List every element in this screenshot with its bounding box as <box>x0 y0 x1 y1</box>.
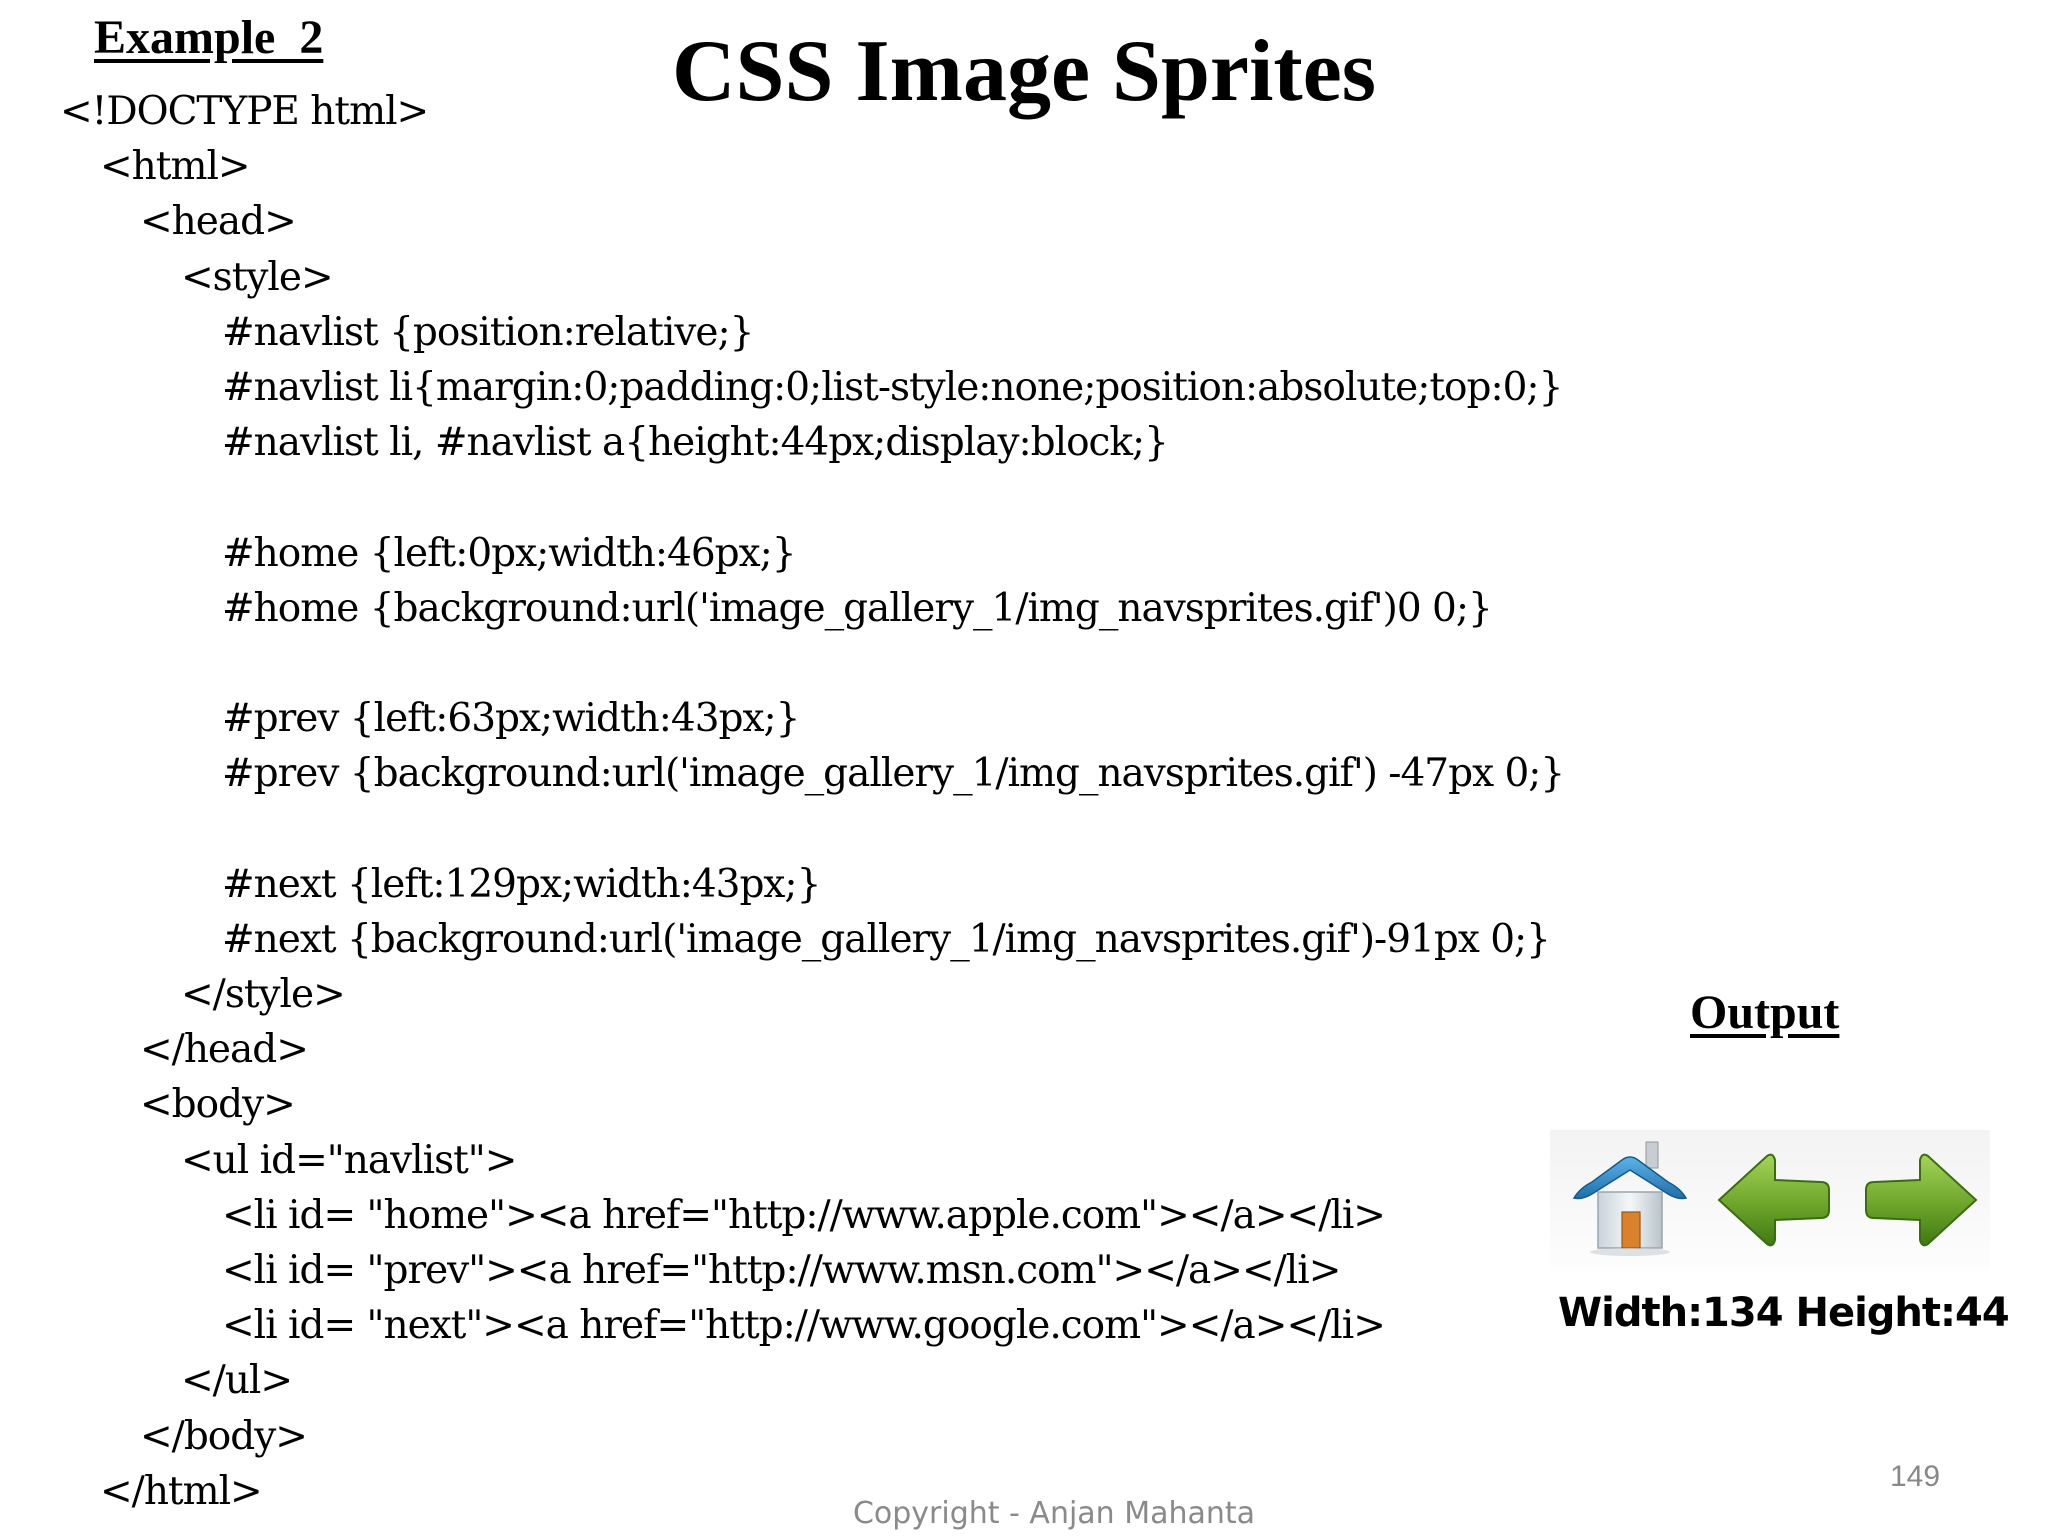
code-line: #navlist li, #navlist a{height:44px;disp… <box>222 420 1169 466</box>
code-line: <html> <box>100 144 251 190</box>
code-line: #navlist {position:relative;} <box>222 309 754 355</box>
code-line: #prev {left:63px;width:43px;} <box>222 696 800 742</box>
code-line: <head> <box>140 199 297 245</box>
code-line: <li id= "next"><a href="http://www.googl… <box>222 1303 1386 1349</box>
code-line: <li id= "prev"><a href="http://www.msn.c… <box>222 1247 1341 1293</box>
code-line: <body> <box>140 1082 296 1128</box>
code-line: <ul id="navlist"> <box>181 1137 517 1183</box>
code-line: </ul> <box>181 1358 293 1404</box>
arrow-right-icon[interactable] <box>1850 1130 1990 1270</box>
output-dimensions: Width:134 Height:44 <box>1558 1290 2010 1336</box>
code-line: <!DOCTYPE html> <box>60 89 429 134</box>
sprite-output-preview <box>1550 1130 1990 1270</box>
code-line: </html> <box>100 1468 263 1514</box>
code-line: <style> <box>181 254 334 300</box>
code-line: #home {background:url('image_gallery_1/i… <box>222 585 1493 631</box>
copyright-notice: Copyright - Anjan Mahanta <box>852 1496 1256 1531</box>
code-line: #prev {background:url('image_gallery_1/i… <box>222 751 1565 797</box>
code-line: </body> <box>140 1413 308 1459</box>
code-line: </head> <box>140 1027 309 1073</box>
code-line: #next {background:url('image_gallery_1/i… <box>222 916 1551 962</box>
code-line: <li id= "home"><a href="http://www.apple… <box>222 1192 1386 1238</box>
code-line: #navlist li{margin:0;padding:0;list-styl… <box>222 364 1563 410</box>
arrow-left-icon[interactable] <box>1705 1130 1845 1270</box>
code-line <box>60 470 1620 525</box>
code-line: #next {left:129px;width:43px;} <box>222 861 821 907</box>
code-line: #home {left:0px;width:46px;} <box>222 530 797 576</box>
slide-title: CSS Image Sprites <box>671 23 1377 120</box>
example-label: Example 2 <box>94 11 324 64</box>
code-line: </style> <box>181 972 346 1017</box>
page-number: 149 <box>1890 1460 1941 1493</box>
output-label: Output <box>1690 986 1840 1039</box>
code-line <box>60 801 1620 856</box>
code-line <box>60 636 1620 691</box>
home-icon[interactable] <box>1560 1130 1700 1270</box>
code-block: <!DOCTYPE html> <html> <head> <style> #navli… <box>60 84 1620 1519</box>
